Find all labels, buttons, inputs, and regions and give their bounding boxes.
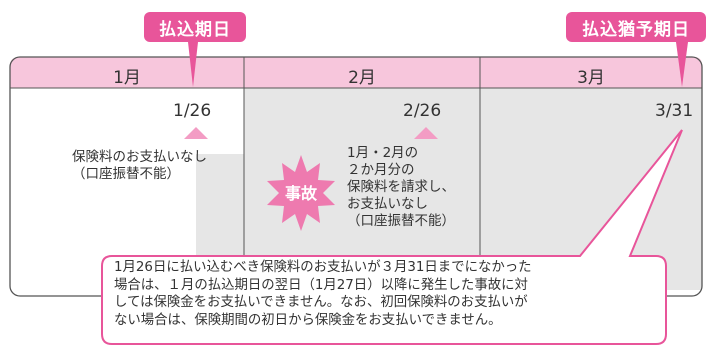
marker-jan xyxy=(184,127,208,139)
month-mar: 3月 xyxy=(577,68,605,88)
note-feb-line: 保険料を請求し、 xyxy=(347,179,455,195)
date-feb: 2/26 xyxy=(403,101,442,121)
accident-label: 事故 xyxy=(284,184,317,203)
month-jan: 1月 xyxy=(113,68,141,88)
grace-date-label: 払込猶予期日 xyxy=(566,12,706,42)
month-feb: 2月 xyxy=(348,68,376,88)
header-row xyxy=(10,57,702,88)
callout-line: 1月26日に払い込むべき保険料のお支払いが３月31日までになかった xyxy=(114,260,532,275)
note-feb: 1月・2月の ２か月分の 保険料を請求し、 お支払いなし （口座振替不能） xyxy=(347,145,487,230)
note-feb-line: お支払いなし xyxy=(347,196,428,212)
note-jan-line: （口座振替不能） xyxy=(72,166,180,182)
note-feb-line: （口座振替不能） xyxy=(347,213,455,229)
accident-starburst xyxy=(267,155,335,231)
callout-bubble xyxy=(101,129,683,345)
note-jan: 保険料のお支払いなし （口座振替不能） xyxy=(72,149,242,183)
date-jan: 1/26 xyxy=(173,101,212,121)
note-feb-line: ２か月分の xyxy=(347,162,415,178)
note-jan-line: 保険料のお支払いなし xyxy=(72,149,207,165)
callout-line: ない場合は、保険期間の初日から保険金をお支払いできません。 xyxy=(114,312,502,328)
callout-line: 場合は、１月の払込期日の翌日（1月27日）以降に発生した事故に対 xyxy=(114,277,528,293)
date-mar: 3/31 xyxy=(655,101,694,121)
callout-text: 1月26日に払い込むべき保険料のお支払いが３月31日までになかった 場合は、１月… xyxy=(114,259,664,329)
note-feb-line: 1月・2月の xyxy=(347,145,419,161)
grace-label-pointer xyxy=(676,42,688,87)
marker-feb xyxy=(414,127,438,139)
callout-line: しては保険金をお支払いできません。なお、初回保険料のお支払いが xyxy=(114,295,528,310)
due-date-label: 払込期日 xyxy=(144,12,246,42)
due-label-pointer xyxy=(188,42,198,87)
